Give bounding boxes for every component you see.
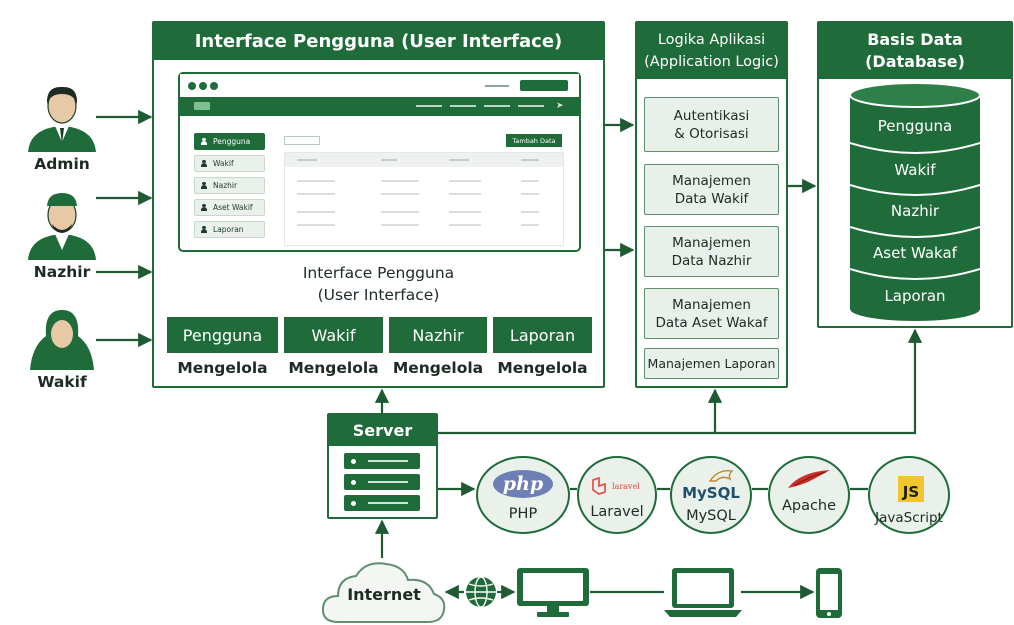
logic-title-line-2: (Application Logic) [644, 54, 779, 70]
logic-panel-title: Logika Aplikasi (Application Logic) [637, 23, 786, 79]
db-table-pengguna: Pengguna [877, 117, 953, 135]
desktop-icon [517, 568, 589, 617]
admin-avatar-icon [28, 86, 96, 152]
tech-apache: Apache [768, 456, 850, 534]
mockup-nav-line-4 [518, 105, 544, 107]
mockup-sidebar-nazhir: Nazhir [194, 177, 265, 194]
internet-label: Internet [347, 585, 421, 604]
mockup-nav-arrow: ➤ [556, 101, 564, 111]
ui-panel-title: Interface Pengguna (User Interface) [154, 23, 603, 60]
role-label-wakif: Wakif [37, 373, 87, 391]
ui-caption-line-1: Interface Pengguna [302, 264, 455, 282]
php-logo: php [493, 470, 553, 498]
wakif-avatar-icon [30, 310, 94, 370]
module-laporan-action: Mengelola [497, 359, 588, 377]
server-box: Server [327, 413, 438, 519]
module-nazhir-action: Mengelola [392, 359, 484, 377]
window-dot-1 [188, 82, 196, 90]
smartphone-icon [816, 568, 842, 618]
mysql-logo: MySQL [682, 484, 740, 502]
logic-auth: Autentikasi& Otorisasi [644, 97, 779, 152]
mockup-navbar: ➤ [180, 97, 579, 116]
mockup-table [284, 152, 564, 246]
mockup-logo [194, 102, 210, 110]
laravel-logo: laravel [591, 476, 649, 496]
user-icon [201, 182, 207, 189]
ui-caption: Interface Pengguna (User Interface) [152, 262, 605, 306]
nazhir-actor: Nazhir [22, 190, 102, 285]
dolphin-icon [708, 470, 734, 482]
mockup-nav-line-2 [450, 105, 476, 107]
laptop-icon [664, 568, 742, 617]
user-icon [201, 226, 207, 233]
db-table-laporan: Laporan [884, 287, 946, 305]
mockup-search [284, 136, 320, 145]
database-title-line-1: Basis Data [867, 30, 963, 49]
mockup-nav-line-3 [484, 105, 510, 107]
tech-laravel: laravel Laravel [577, 456, 657, 534]
js-logo: JS [898, 476, 924, 502]
server-unit-3 [344, 495, 420, 511]
mockup-nav-line-1 [416, 105, 442, 107]
mockup-titlebar [180, 74, 579, 96]
wakif-actor: Wakif [22, 306, 102, 401]
nazhir-avatar-icon [28, 193, 96, 260]
mockup-table-rows [285, 153, 563, 245]
tech-php: php PHP [476, 456, 570, 534]
server-rack-icon [344, 453, 420, 513]
module-pengguna: Pengguna [167, 317, 278, 353]
module-laporan: Laporan [493, 317, 592, 353]
role-label-admin: Admin [34, 155, 90, 173]
db-table-nazhir: Nazhir [890, 202, 940, 220]
tech-mysql-label: MySQL [686, 508, 736, 524]
module-nazhir: Nazhir [389, 317, 487, 353]
mockup-sidebar-wakif: Wakif [194, 155, 265, 172]
tech-mysql: MySQL MySQL [670, 456, 752, 534]
server-unit-1 [344, 453, 420, 469]
server-title: Server [329, 415, 436, 446]
apache-feather-icon [788, 470, 830, 488]
mockup-address-bar [520, 80, 568, 91]
user-icon [201, 138, 207, 145]
tech-javascript-label: JavaScript [875, 510, 943, 526]
window-dot-2 [199, 82, 207, 90]
role-label-nazhir: Nazhir [33, 263, 91, 281]
server-unit-2 [344, 474, 420, 490]
user-icon [201, 204, 207, 211]
internet-cloud-icon [321, 562, 446, 623]
mockup-sidebar-pengguna: Pengguna [194, 133, 265, 150]
module-wakif-action: Mengelola [288, 359, 379, 377]
module-wakif: Wakif [284, 317, 383, 353]
admin-actor: Admin [22, 82, 102, 177]
database-title-line-2: (Database) [865, 52, 965, 71]
mockup-table-header [285, 153, 563, 167]
db-table-aset-wakaf: Aset Wakaf [873, 244, 957, 262]
mockup-url-arrow [485, 85, 509, 87]
logic-title-line-1: Logika Aplikasi [657, 32, 766, 48]
globe-icon [466, 576, 496, 608]
tech-laravel-label: Laravel [590, 504, 644, 520]
server-db-line [438, 328, 923, 435]
laravel-icon [592, 477, 606, 495]
user-icon [201, 160, 207, 167]
mockup-sidebar-aset-wakif: Aset Wakif [194, 199, 265, 216]
module-pengguna-action: Mengelola [177, 359, 268, 377]
ui-caption-line-2: (User Interface) [317, 286, 440, 304]
tech-apache-label: Apache [781, 498, 837, 514]
database-cylinder-icon [850, 83, 980, 321]
database-panel-title: Basis Data (Database) [819, 23, 1011, 79]
db-table-wakif: Wakif [894, 161, 936, 179]
mockup-add-button: Tambah Data [506, 134, 562, 147]
tech-javascript: JS JavaScript [868, 456, 950, 534]
mockup-sidebar-laporan: Laporan [194, 221, 265, 238]
tech-php-label: PHP [508, 506, 538, 522]
window-dot-3 [210, 82, 218, 90]
logic-laporan: Manajemen Laporan [644, 348, 779, 379]
